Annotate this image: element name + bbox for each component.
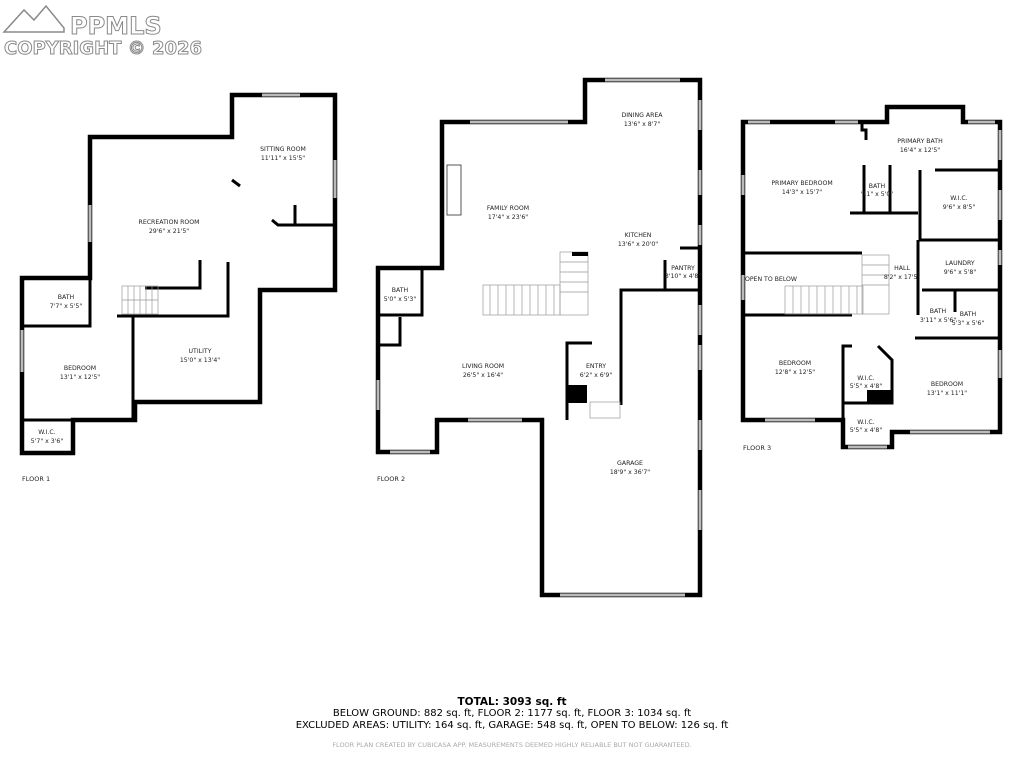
floor-1-plan: SITTING ROOM 11'11" x 15'5" RECREATION R… <box>19 92 338 483</box>
room-name: DINING AREA <box>621 112 663 119</box>
excluded-areas: EXCLUDED AREAS: UTILITY: 164 sq. ft, GAR… <box>295 720 729 731</box>
room-name: W.I.C. <box>38 429 55 436</box>
room-size: 5'0" x 5'3" <box>384 296 417 303</box>
room-size: 5'7" x 3'6" <box>31 438 64 445</box>
room-size: 5'5" x 4'8" <box>850 427 883 434</box>
room-name: LIVING ROOM <box>462 363 504 370</box>
room-size: 5'3" x 5'6" <box>952 320 985 327</box>
room-name: PANTRY <box>671 265 695 272</box>
room-size: 7'7" x 5'5" <box>50 303 83 310</box>
floor-label: FLOOR 3 <box>743 444 771 452</box>
room-size: 6'2" x 6'9" <box>580 372 613 379</box>
total-area: TOTAL: 3093 sq. ft <box>457 696 567 708</box>
room-size: 3'10" x 4'8" <box>665 273 702 280</box>
room-size: 9'6" x 8'5" <box>943 204 976 211</box>
room-name: BATH <box>960 311 977 318</box>
floor-label: FLOOR 2 <box>377 475 405 483</box>
floor-3-plan: PRIMARY BATH 16'4" x 12'5" PRIMARY BEDRO… <box>740 104 1003 452</box>
room-size: 13'6" x 8'7" <box>624 121 661 128</box>
room-name: W.I.C. <box>857 419 874 426</box>
room-name: BATH <box>392 287 409 294</box>
room-size: 18'9" x 36'7" <box>610 469 650 476</box>
room-size: 3'11" x 5'6" <box>920 317 957 324</box>
room-name: BEDROOM <box>64 365 96 372</box>
room-name: BATH <box>58 294 75 301</box>
ppmls-logo: PPMLS COPYRIGHT © 2026 <box>2 4 203 60</box>
room-size: 8'2" x 17'5" <box>884 274 921 281</box>
floor-areas: BELOW GROUND: 882 sq. ft, FLOOR 2: 1177 … <box>332 708 692 719</box>
room-name: FAMILY ROOM <box>487 205 529 212</box>
room-size: 12'8" x 12'5" <box>775 369 815 376</box>
room-size: 15'0" x 13'4" <box>180 357 220 364</box>
room-size: 13'1" x 12'5" <box>60 374 100 381</box>
room-name: HALL <box>894 265 910 272</box>
room-name: W.I.C. <box>857 375 874 382</box>
room-name: KITCHEN <box>625 232 652 239</box>
room-name: W.I.C. <box>950 195 967 202</box>
room-name: BATH <box>930 308 947 315</box>
room-name: BEDROOM <box>779 360 811 367</box>
logo-copyright: COPYRIGHT © 2026 <box>4 38 202 59</box>
room-name: SITTING ROOM <box>260 146 306 153</box>
room-size: 16'4" x 12'5" <box>900 147 940 154</box>
room-name: PRIMARY BEDROOM <box>771 180 832 187</box>
room-size: '11" x 5'0" <box>861 191 894 198</box>
room-name: PRIMARY BATH <box>897 138 943 145</box>
floor-label: FLOOR 1 <box>22 475 50 483</box>
room-name: UTILITY <box>189 348 212 355</box>
room-size: 5'5" x 4'8" <box>850 383 883 390</box>
room-name: BEDROOM <box>931 381 963 388</box>
mountain-icon <box>2 4 65 33</box>
room-size: 29'6" x 21'5" <box>149 228 189 235</box>
room-size: 13'1" x 11'1" <box>927 390 967 397</box>
room-size: 11'11" x 15'5" <box>261 155 305 162</box>
disclaimer: FLOOR PLAN CREATED BY CUBICASA APP. MEAS… <box>332 741 692 749</box>
room-size: 17'4" x 23'6" <box>488 214 528 221</box>
room-name: ENTRY <box>586 363 606 370</box>
room-size: 9'6" x 5'8" <box>944 269 977 276</box>
room-name: OPEN TO BELOW <box>745 276 797 283</box>
logo-brand: PPMLS <box>70 12 162 40</box>
room-name: BATH <box>869 183 886 190</box>
room-name: RECREATION ROOM <box>139 219 200 226</box>
room-name: LAUNDRY <box>945 260 975 267</box>
floor-2-plan: DINING AREA 13'6" x 8'7" FAMILY ROOM 17'… <box>375 77 703 598</box>
room-name: GARAGE <box>617 460 643 467</box>
room-size: 14'3" x 15'7" <box>782 189 822 196</box>
room-size: 13'6" x 20'0" <box>618 241 658 248</box>
room-size: 26'5" x 16'4" <box>463 372 503 379</box>
